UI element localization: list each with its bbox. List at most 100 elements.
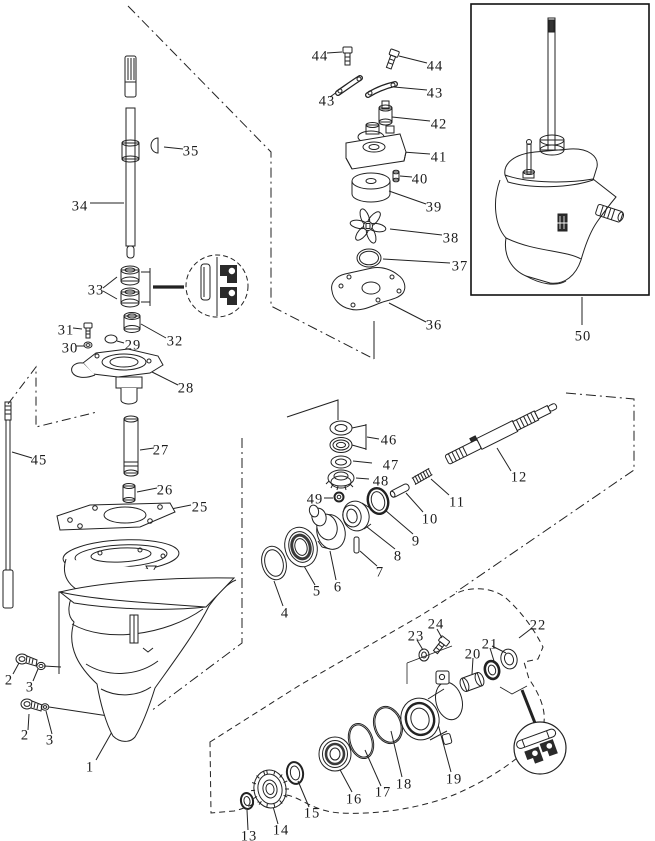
inset-pump-cap — [504, 148, 598, 188]
callout-25: 25 — [192, 499, 209, 515]
callout-30: 30 — [62, 340, 79, 356]
pump-base-28 — [71, 348, 164, 405]
spring-11 — [411, 467, 433, 485]
callout-2b: 2 — [21, 727, 29, 743]
washer-3-upper — [36, 661, 46, 671]
bearing-16 — [318, 736, 352, 772]
bearing-5 — [284, 526, 318, 568]
clip-29 — [104, 334, 118, 344]
seal-21 — [483, 659, 501, 681]
callout-5: 5 — [313, 583, 321, 599]
callout-18: 18 — [396, 776, 413, 792]
washer-13 — [239, 792, 255, 810]
oring-37 — [356, 248, 382, 268]
seal-detail-circle-upper — [185, 254, 249, 318]
pump-housing-41 — [345, 122, 407, 170]
pin-40 — [392, 169, 400, 183]
callout-29: 29 — [125, 337, 142, 353]
washer-23 — [418, 648, 430, 662]
ring-9 — [366, 486, 390, 516]
callout-7: 7 — [376, 564, 384, 580]
clutch-8 — [342, 500, 372, 532]
callout-10: 10 — [422, 511, 439, 527]
callout-26: 26 — [157, 482, 174, 498]
callout-35: 35 — [183, 143, 200, 159]
propeller-shaft-12 — [444, 403, 558, 465]
ring-15 — [285, 761, 305, 785]
inset-gearcase-body — [494, 178, 617, 284]
impeller-38 — [349, 208, 387, 244]
bolt-31 — [83, 322, 93, 339]
callout-27: 27 — [153, 442, 170, 458]
oring-17 — [347, 722, 375, 760]
callout-14: 14 — [273, 822, 290, 838]
gasket-25 — [56, 502, 176, 531]
bushing-20 — [459, 672, 485, 692]
callout-22: 22 — [530, 617, 547, 633]
bolt-2-lower — [20, 698, 43, 712]
callout-45: 45 — [31, 452, 48, 468]
callout-24: 24 — [428, 616, 445, 632]
callout-16: 16 — [346, 791, 363, 807]
callout-33: 33 — [88, 282, 105, 298]
callout-6: 6 — [334, 579, 342, 595]
strap-43-left — [335, 75, 363, 96]
woodruff-key-35 — [150, 137, 159, 154]
gearcase-housing-1 — [58, 539, 237, 742]
bearing-carrier-zone-outline — [209, 588, 545, 814]
callout-20: 20 — [465, 646, 482, 662]
driveshaft-34 — [121, 55, 140, 259]
callout-32: 32 — [167, 333, 184, 349]
callout-50: 50 — [575, 328, 592, 344]
shift-rod-45 — [2, 401, 14, 609]
callout-11: 11 — [449, 494, 465, 510]
callout-34: 34 — [72, 198, 89, 214]
callout-leader-lines — [11, 51, 533, 831]
bolt-44-left — [342, 46, 353, 66]
strap-43-right — [365, 81, 398, 98]
callout-44a: 44 — [312, 48, 329, 64]
callout-28: 28 — [178, 380, 195, 396]
callout-9: 9 — [412, 533, 420, 549]
callout-49: 49 — [307, 491, 324, 507]
bolt-44-right — [385, 48, 400, 70]
sleeve-27 — [123, 415, 139, 477]
callout-48: 48 — [373, 473, 390, 489]
callout-43b: 43 — [427, 85, 444, 101]
callout-8: 8 — [394, 548, 402, 564]
callout-23: 23 — [408, 628, 425, 644]
pin-10 — [389, 483, 410, 498]
washer-47 — [330, 455, 352, 469]
insert-39 — [351, 172, 391, 203]
seal-stack-33 — [120, 265, 184, 308]
inset-assembled-unit — [470, 3, 650, 325]
callout-19: 19 — [446, 771, 463, 787]
seal-22-area — [499, 648, 528, 695]
callout-44b: 44 — [427, 58, 444, 74]
callout-42: 42 — [431, 116, 448, 132]
bearing-carrier-19 — [400, 645, 463, 745]
seals-46 — [329, 420, 367, 453]
callout-36: 36 — [426, 317, 443, 333]
callout-31: 31 — [58, 322, 75, 338]
gear-14 — [251, 769, 290, 809]
callout-47: 47 — [383, 457, 400, 473]
callout-2a: 2 — [5, 672, 13, 688]
nut-49 — [333, 491, 345, 503]
callout-37: 37 — [452, 258, 469, 274]
callout-21: 21 — [482, 636, 499, 652]
callout-15: 15 — [304, 805, 321, 821]
water-pump-assembly — [331, 46, 407, 311]
zone-boundary-lines — [7, 5, 635, 814]
callout-43a: 43 — [319, 93, 336, 109]
bushing-26 — [122, 483, 136, 503]
gear-48 — [325, 469, 355, 491]
pinion-gear-6 — [308, 504, 346, 550]
pin-7 — [353, 536, 360, 554]
callout-40: 40 — [412, 171, 429, 187]
callout-13: 13 — [241, 828, 258, 841]
bolt-2-upper — [15, 653, 38, 667]
